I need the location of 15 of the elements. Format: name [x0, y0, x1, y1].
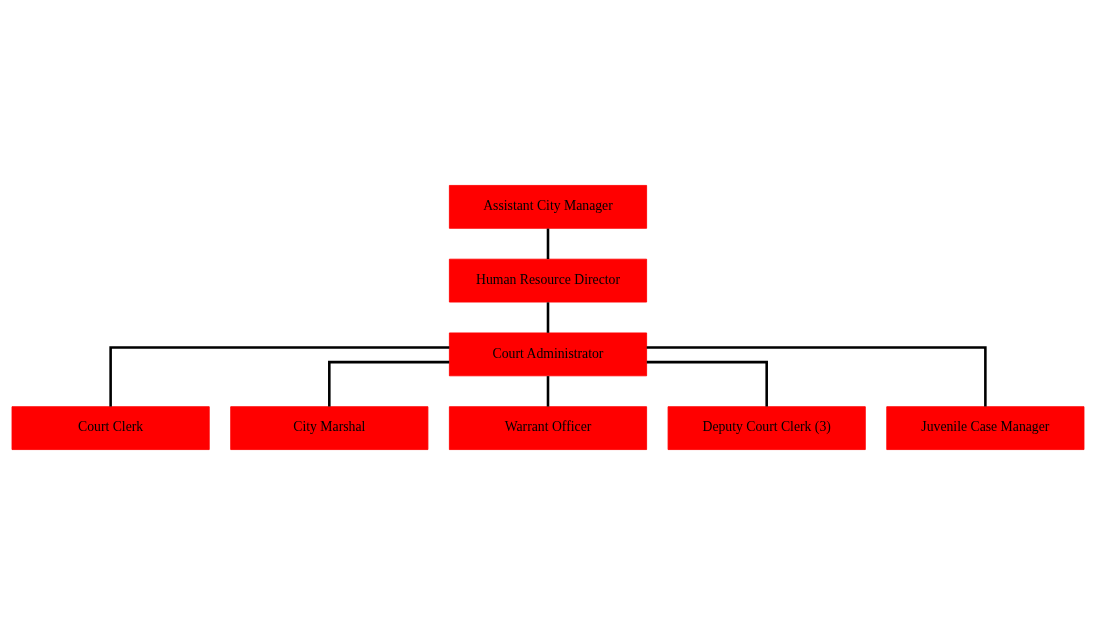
node-box: Court Clerk: [11, 406, 210, 450]
connector: [546, 228, 550, 260]
connector: [109, 346, 450, 407]
node-box: Deputy Court Clerk (3): [667, 406, 866, 450]
connector: [646, 360, 768, 407]
node-box: Assistant City Manager: [448, 185, 648, 229]
connector: [328, 360, 450, 407]
connector: [546, 302, 550, 333]
connector: [546, 376, 550, 407]
connector: [646, 346, 987, 407]
node-box: Human Resource Director: [448, 258, 648, 303]
node-box: Juvenile Case Manager: [886, 406, 1085, 450]
node-box: Court Administrator: [448, 332, 648, 377]
node-box: City Marshal: [230, 406, 429, 450]
node-box: Warrant Officer: [448, 406, 648, 450]
